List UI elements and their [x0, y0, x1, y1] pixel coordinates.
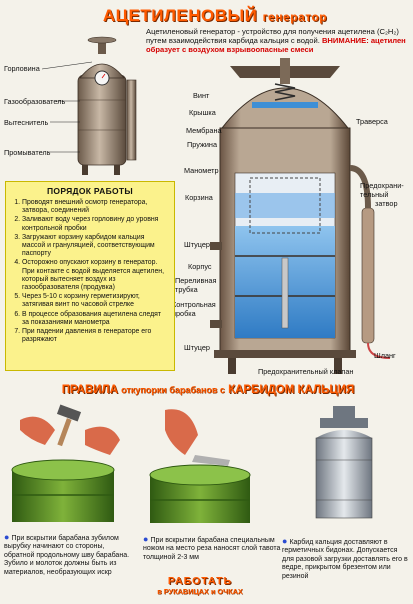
label-gorlovina: Горловина	[4, 64, 40, 73]
label-zatvor-3: затвор	[375, 199, 398, 208]
label-perelivnaya-2: трубка	[175, 285, 198, 294]
rules-title-1: ПРАВИЛА	[61, 384, 118, 396]
label-kontrolnaya-1: Контрольная	[172, 300, 216, 309]
caption-2: ●При вскрытии барабана специальным ножом…	[143, 535, 281, 562]
label-zatvor-1: Предохрани-	[360, 181, 404, 190]
small-generator-illustration	[41, 36, 137, 175]
label-membrana: Мембрана	[186, 126, 222, 135]
gloves-line-2: в РУКАВИЦАХ и ОЧКАХ	[157, 587, 243, 596]
generator-cutaway-diagram	[210, 58, 391, 374]
label-kontrolnaya-2: пробка	[172, 309, 196, 318]
procedure-title: ПОРЯДОК РАБОТЫ	[47, 186, 133, 196]
title-sub: генератор	[262, 10, 328, 24]
procedure-step: Загружают корзину карбидом кальция массо…	[22, 234, 168, 259]
label-vytesnitel: Вытеснитель	[4, 118, 49, 127]
procedure-step: Проводят внешний осмотр генератора, затв…	[22, 199, 168, 215]
label-kryshka: Крышка	[189, 108, 216, 117]
bullet-icon: ●	[282, 536, 288, 546]
label-korzina: Корзина	[185, 193, 213, 202]
procedure-step: Заливают воду через горловину до уровня …	[22, 216, 168, 232]
caption-1: ●При вскрытии барабана зубилом вырубку н…	[4, 533, 132, 577]
label-shlang: Шланг	[374, 351, 396, 360]
label-perelivnaya-1: Переливная	[175, 276, 217, 285]
procedure-step: Осторожно опускают корзину в генератор. …	[22, 259, 168, 292]
title-main: АЦЕТИЛЕНОВЫЙ	[102, 6, 258, 25]
label-manometr: Манометр	[184, 166, 219, 175]
label-shtutser-top: Штуцер	[184, 240, 210, 249]
rules-title-2: откупорки барабанов с	[121, 385, 225, 395]
label-shtutser-bottom: Штуцер	[184, 343, 210, 352]
intro-warning: ВНИМАНИЕ: ацетилен образует с воздухом в…	[146, 36, 406, 54]
gloves-notice: РАБОТАТЬ в РУКАВИЦАХ и ОЧКАХ	[140, 575, 260, 596]
rules-title: ПРАВИЛА откупорки барабанов с КАРБИДОМ К…	[48, 384, 368, 396]
label-klapan: Предохранительный клапан	[258, 367, 354, 376]
procedure-step: В процессе образования ацетилена следят …	[22, 311, 168, 327]
caption-3-text: Карбид кальция доставляют в герметичных …	[282, 539, 408, 580]
intro-definition: Ацетиленовый генератор - устройство для …	[146, 27, 399, 45]
label-vint: Винт	[193, 91, 210, 100]
page-title: АЦЕТИЛЕНОВЫЙ генератор	[100, 6, 330, 26]
label-pruzhina: Пружина	[187, 140, 217, 149]
label-gazoobrazovatel: Газообразователь	[4, 97, 66, 106]
label-korpus: Корпус	[188, 262, 212, 271]
label-zatvor-2: тельный	[360, 190, 389, 199]
intro-text: Ацетиленовый генератор - устройство для …	[146, 27, 408, 54]
procedure-step: При падении давления в генераторе его ра…	[22, 328, 168, 344]
label-promyvatel: Промыватель	[4, 148, 51, 157]
caption-2-text: При вскрытии барабана специальным ножом …	[143, 537, 281, 561]
caption-3: ●Карбид кальция доставляют в герметичных…	[282, 537, 410, 581]
rules-title-3: КАРБИДОМ КАЛЬЦИЯ	[228, 384, 355, 396]
gloves-line-1: РАБОТАТЬ	[167, 575, 233, 587]
procedure-step: Через 5-10 с корзину герметизируют, затя…	[22, 293, 168, 309]
label-traversa: Траверса	[356, 117, 388, 126]
drum-illustrations	[11, 404, 373, 523]
bullet-icon: ●	[143, 534, 149, 544]
procedure-steps: Проводят внешний осмотр генератора, затв…	[12, 199, 168, 344]
bullet-icon: ●	[4, 532, 10, 542]
caption-1-text: При вскрытии барабана зубилом вырубку на…	[4, 535, 130, 576]
procedure-box: ПОРЯДОК РАБОТЫ Проводят внешний осмотр г…	[5, 181, 175, 371]
